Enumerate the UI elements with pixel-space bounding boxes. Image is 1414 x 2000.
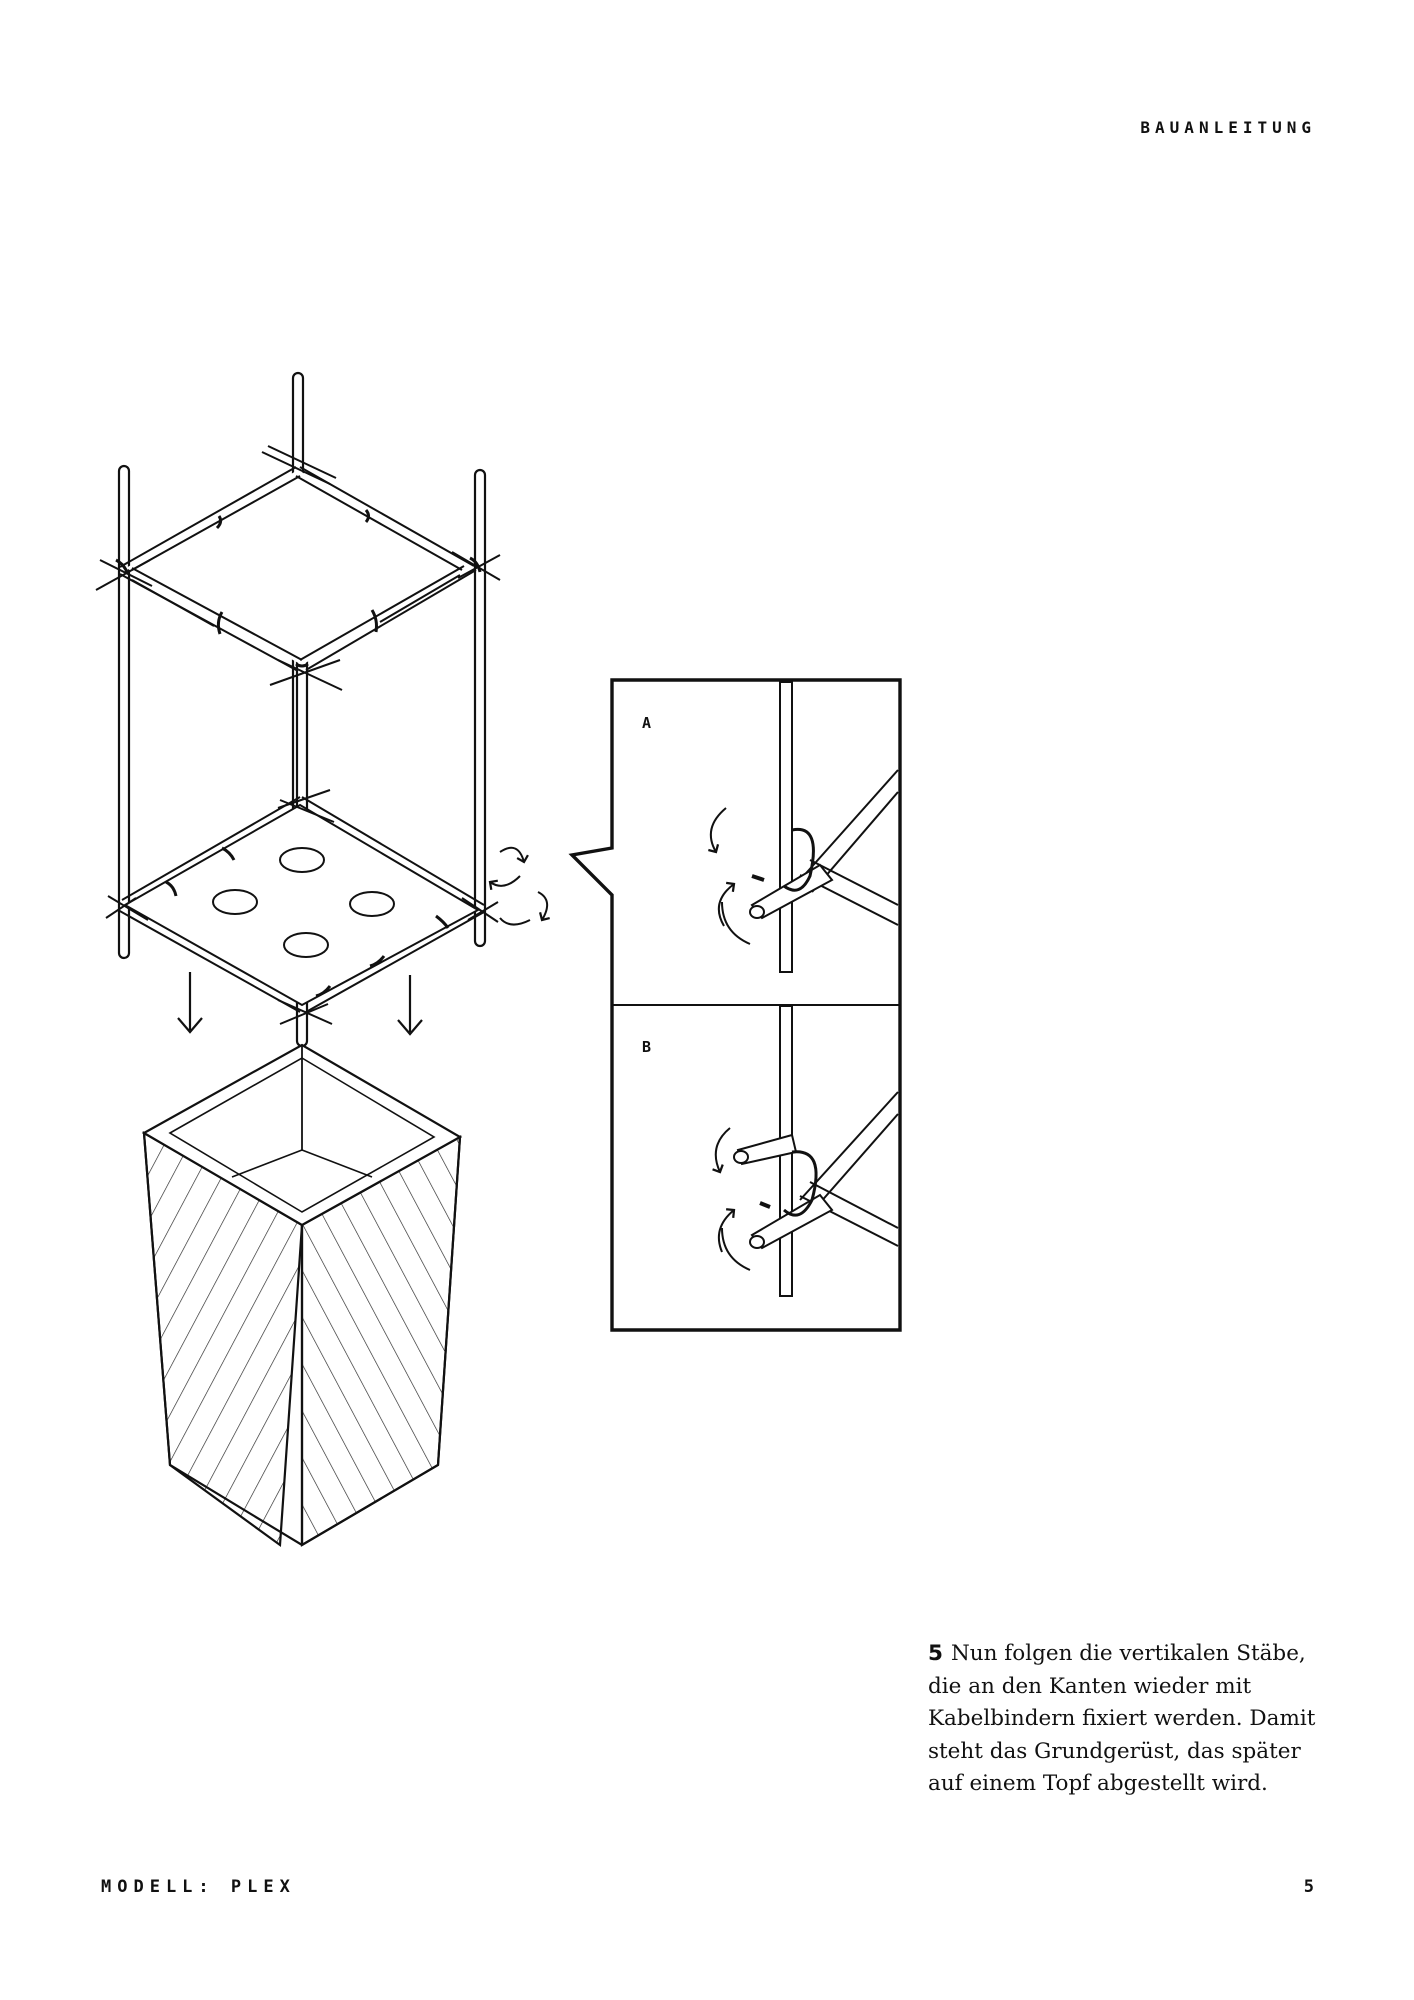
plant-pot [141, 1043, 463, 1548]
page-number: 5 [1303, 1877, 1314, 1897]
detail-panel-b-drawing [712, 1005, 899, 1297]
step-number: 5 [928, 1641, 943, 1666]
top-zip-ties [115, 509, 482, 668]
bottom-frame-plate [105, 789, 499, 1025]
detail-panel-b-label: B [642, 1038, 651, 1056]
step-description: Nun folgen die vertikalen Stäbe, die an … [928, 1641, 1316, 1796]
top-frame-square [95, 445, 501, 691]
detail-panel-a-drawing [708, 681, 899, 973]
rotation-arrows [488, 846, 550, 926]
placement-arrows [177, 972, 423, 1036]
section-header: BAUANLEITUNG [1140, 118, 1316, 137]
detail-panel-a-label: A [642, 714, 651, 732]
bottom-zip-ties [165, 846, 450, 998]
model-label: MODELL: PLEX [101, 1877, 296, 1897]
detail-callout [568, 678, 902, 1332]
